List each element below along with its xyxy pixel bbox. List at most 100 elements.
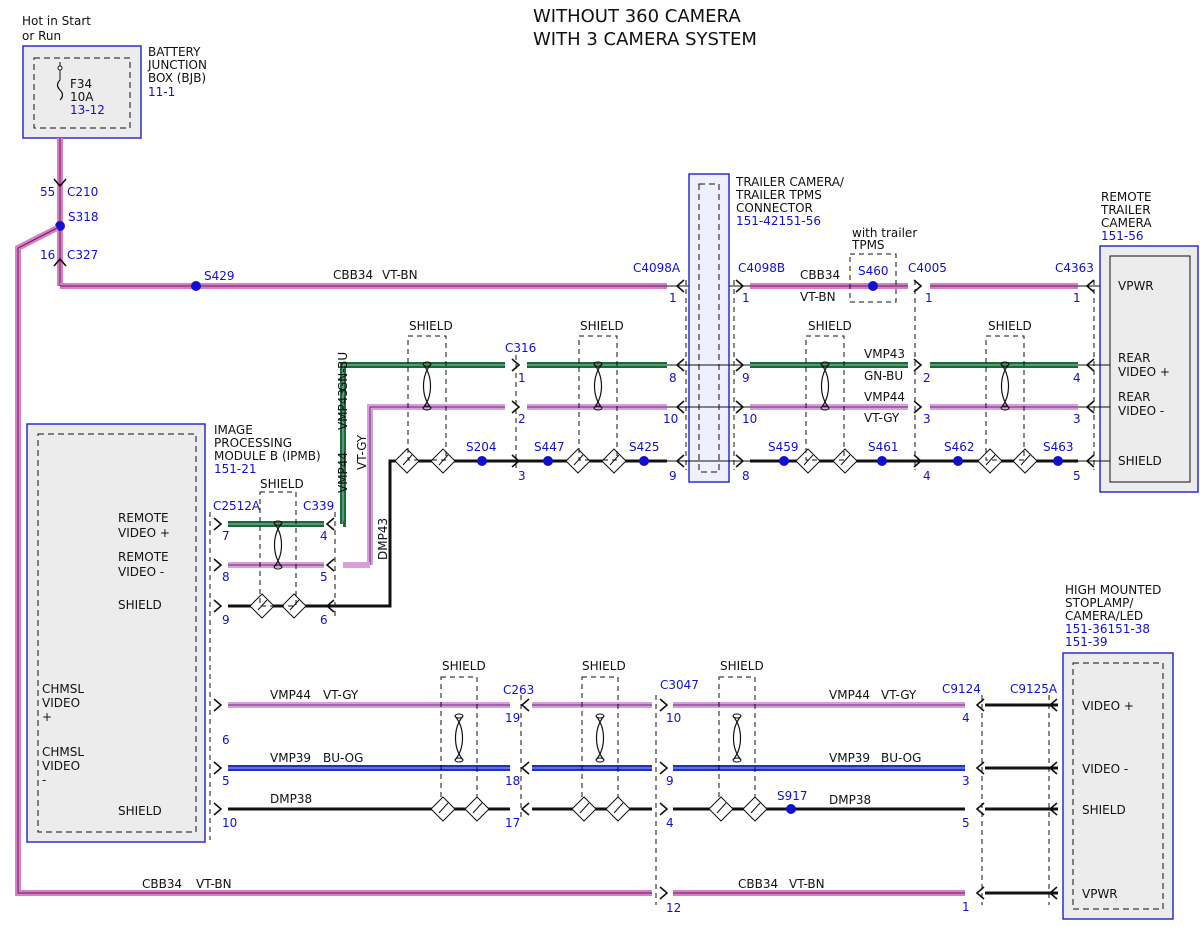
pin-a8: 8 xyxy=(669,371,677,385)
pin-c3047-4: 4 xyxy=(666,816,674,830)
splice-s460-label: S460 xyxy=(858,264,889,278)
wire-label-cbb34: CBB34 xyxy=(333,268,373,282)
pin-55: 55 xyxy=(40,185,55,199)
rc-pin-rv1: REAR xyxy=(1118,351,1150,365)
ipmb-pin-cv6: - xyxy=(42,773,46,787)
title-line2: WITH 3 CAMERA SYSTEM xyxy=(533,29,757,50)
trailer-ref: 151-42151-56 xyxy=(736,214,821,228)
ipmb-pin-cv4: CHMSL xyxy=(42,745,84,759)
wire-label-gnbu: GN-BU xyxy=(864,369,903,383)
pin-c3047-12: 12 xyxy=(666,901,681,915)
pin-c9124-5: 5 xyxy=(962,816,970,830)
splice-s463 xyxy=(1053,456,1063,466)
splice-s917-label: S917 xyxy=(777,789,808,803)
trailer-connector xyxy=(688,173,730,483)
pin-c3: 3 xyxy=(923,412,931,426)
pin-c9124-1: 1 xyxy=(962,900,970,914)
ipmb-l1: IMAGE xyxy=(214,423,253,437)
pin-c4: 4 xyxy=(923,469,931,483)
pin-b10: 10 xyxy=(742,412,757,426)
rc-pin-shield: SHIELD xyxy=(1118,454,1162,468)
splice-s204 xyxy=(477,456,487,466)
pin-b8: 8 xyxy=(742,469,750,483)
title-line1: WITHOUT 360 CAMERA xyxy=(533,6,741,27)
splice-s429-label: S429 xyxy=(204,269,235,283)
bjb-inner xyxy=(33,57,131,129)
pin-ipmb-8: 8 xyxy=(222,570,230,584)
pin-1b: 1 xyxy=(742,291,750,305)
splice-s460 xyxy=(868,281,878,291)
ipmb-pin-shield2: SHIELD xyxy=(118,804,162,818)
pin-a9: 9 xyxy=(669,469,677,483)
wl-dmp38-l: DMP38 xyxy=(270,792,312,806)
splice-s204-label: S204 xyxy=(466,440,497,454)
splice-s318 xyxy=(55,221,65,231)
conn-c4098a: C4098A xyxy=(633,261,681,275)
wl-vmp39-r: VMP39 xyxy=(829,751,870,765)
pin-c263-19: 19 xyxy=(505,711,520,725)
wire-label-cbb34-b: CBB34 xyxy=(800,268,840,282)
pin-c2: 2 xyxy=(923,371,931,385)
pin-c316-2: 2 xyxy=(518,412,526,426)
splice-s459-label: S459 xyxy=(768,440,799,454)
hmsl-l3: CAMERA/LED xyxy=(1065,609,1143,623)
splice-s462-label: S462 xyxy=(944,440,975,454)
ipmb-l2: PROCESSING xyxy=(214,436,292,450)
remote-cam-l2: TRAILER xyxy=(1100,203,1151,217)
conn-c4363: C4363 xyxy=(1055,261,1094,275)
hmsl-l1: HIGH MOUNTED xyxy=(1065,583,1161,597)
fuse-icon xyxy=(56,79,64,101)
hmsl-ref2: 151-39 xyxy=(1065,635,1108,649)
pin-c9124-3: 3 xyxy=(962,774,970,788)
ipmb-l3: MODULE B (IPMB) xyxy=(214,449,321,463)
vlabel-vmp43: VMP43 xyxy=(336,389,350,430)
wl-vtgy-r: VT-GY xyxy=(881,688,917,702)
wl-vtbn-bot-l: VT-BN xyxy=(196,877,232,891)
ipmb-pin-rv4: VIDEO - xyxy=(118,565,164,579)
shield-label-3: SHIELD xyxy=(808,319,852,333)
pin-lo-6: 6 xyxy=(222,733,230,747)
rc-pin-vpwr: VPWR xyxy=(1118,279,1154,293)
splice-s463-label: S463 xyxy=(1043,440,1074,454)
hmsl-pin-vpwr: VPWR xyxy=(1082,887,1118,901)
splice-s459 xyxy=(779,456,789,466)
ipmb-pin-cv3: + xyxy=(42,710,52,724)
bjb-l3: BOX (BJB) xyxy=(148,71,206,85)
hmsl-pin-vp: VIDEO + xyxy=(1082,699,1134,713)
pin-d5: 5 xyxy=(1073,469,1081,483)
pin-16: 16 xyxy=(40,248,55,262)
pin-ipmb-7: 7 xyxy=(222,529,230,543)
pin-c339-4: 4 xyxy=(320,529,328,543)
conn-c210: C210 xyxy=(67,185,98,199)
shield-label-1: SHIELD xyxy=(409,319,453,333)
ipmb-module xyxy=(26,423,206,843)
wire-label-vmp43: VMP43 xyxy=(864,347,905,361)
ipmb-pin-rv2: VIDEO + xyxy=(118,526,170,540)
splice-s462 xyxy=(953,456,963,466)
pin-1c: 1 xyxy=(925,291,933,305)
wire-ipmb-rv xyxy=(228,521,370,608)
wl-cbb34-bot-l: CBB34 xyxy=(142,877,182,891)
wire-dmp43 xyxy=(324,459,1110,608)
trailer-l1: TRAILER CAMERA/ xyxy=(735,175,845,189)
wl-cbb34-bot-r: CBB34 xyxy=(738,877,778,891)
fuse-ref: 13-12 xyxy=(70,103,105,117)
pin-d4: 4 xyxy=(1073,371,1081,385)
wl-buog-r: BU-OG xyxy=(881,751,921,765)
remote-cam-l1: REMOTE xyxy=(1101,190,1152,204)
conn-c4098b: C4098B xyxy=(738,261,785,275)
fuse-amps: 10A xyxy=(70,90,94,104)
fuse-label: F34 xyxy=(70,77,92,91)
ipmb-pin-cv1: CHMSL xyxy=(42,682,84,696)
splice-s461-label: S461 xyxy=(868,440,899,454)
wire-cbb34-loop xyxy=(15,225,1058,896)
pin-d3: 3 xyxy=(1073,412,1081,426)
pin-lo-5: 5 xyxy=(222,774,230,788)
splice-s429 xyxy=(191,281,201,291)
wl-vmp44-r: VMP44 xyxy=(829,688,870,702)
vlabel-gnbu: GN-BU xyxy=(336,352,350,391)
pin-c3047-9: 9 xyxy=(666,774,674,788)
bjb-ref: 11-1 xyxy=(148,85,175,99)
hmsl-pin-vm: VIDEO - xyxy=(1082,762,1128,776)
wl-vmp44-l: VMP44 xyxy=(270,688,311,702)
